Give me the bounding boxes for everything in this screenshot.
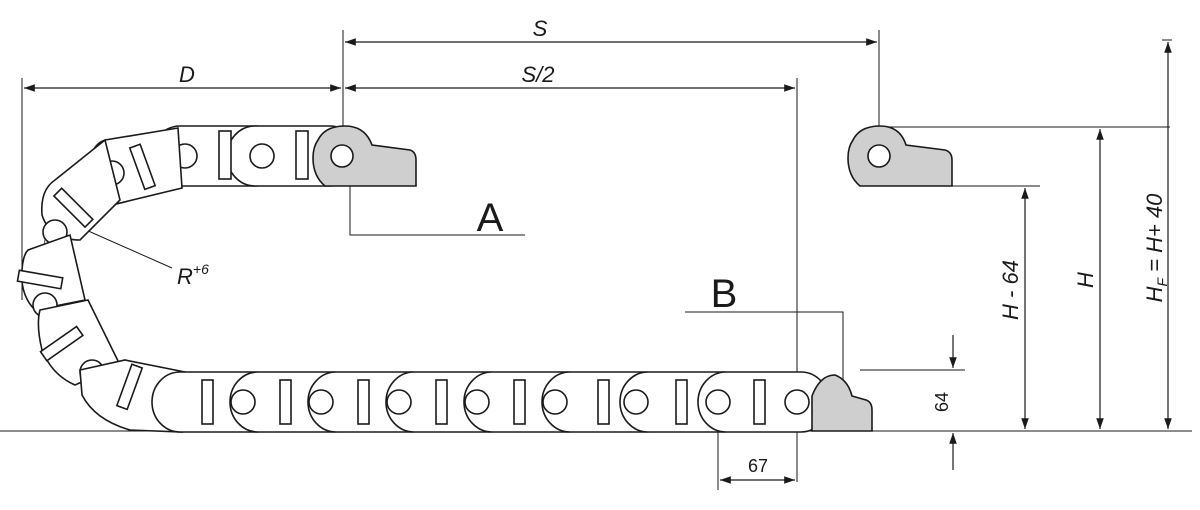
label-h: H bbox=[1073, 272, 1098, 288]
bracket-moving-end bbox=[847, 125, 953, 187]
center-lines bbox=[44, 157, 871, 401]
label-s-half: S/2 bbox=[521, 62, 554, 87]
lower-run bbox=[151, 371, 830, 433]
label-h-minus-64: H - 64 bbox=[998, 260, 1023, 320]
label-d: D bbox=[179, 62, 195, 87]
bracket-a bbox=[312, 125, 417, 187]
label-hf: HF = H+ 40 bbox=[1142, 193, 1170, 303]
label-64: 64 bbox=[932, 392, 952, 412]
bracket-b bbox=[811, 374, 873, 432]
label-67: 67 bbox=[748, 456, 768, 476]
label-b: B bbox=[711, 272, 738, 316]
label-s: S bbox=[533, 16, 548, 41]
label-a: A bbox=[477, 196, 504, 240]
label-radius: R+6 bbox=[177, 261, 209, 289]
